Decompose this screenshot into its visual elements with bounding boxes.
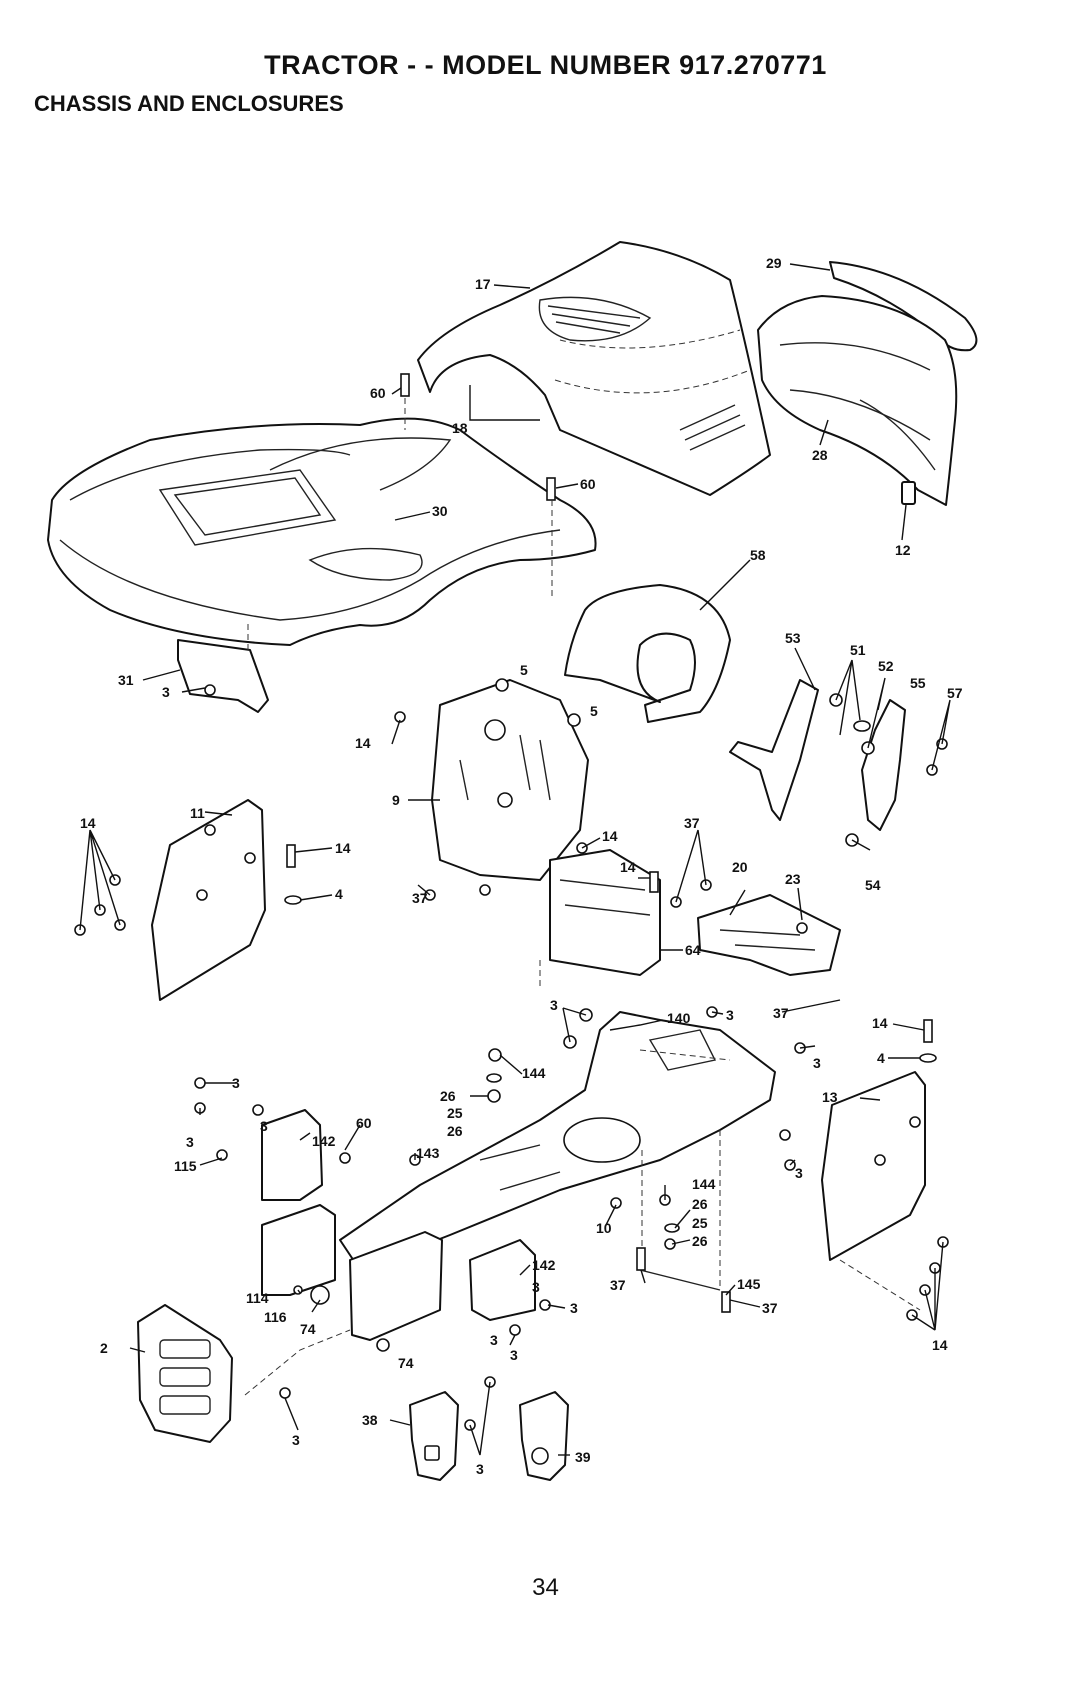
part-bracket-31 <box>178 640 268 712</box>
callout-37: 37 <box>773 1005 789 1021</box>
callout-37: 37 <box>762 1300 778 1316</box>
callout-17: 17 <box>475 276 491 292</box>
callout-25: 25 <box>692 1215 708 1231</box>
callout-30: 30 <box>432 503 448 519</box>
part-side-panel-left <box>152 800 265 1000</box>
callout-31: 31 <box>118 672 134 688</box>
part-frame-bracket-right <box>470 1240 535 1320</box>
callout-14: 14 <box>355 735 371 751</box>
callout-37: 37 <box>610 1277 626 1293</box>
callout-60: 60 <box>370 385 386 401</box>
part-bracket-55 <box>862 700 905 830</box>
callout-5: 5 <box>520 662 528 678</box>
callout-9: 9 <box>392 792 400 808</box>
callout-14: 14 <box>335 840 351 856</box>
part-foot-plate <box>698 895 840 975</box>
callout-5: 5 <box>590 703 598 719</box>
callout-51: 51 <box>850 642 866 658</box>
callout-14: 14 <box>620 859 636 875</box>
callout-3: 3 <box>726 1007 734 1023</box>
callout-60: 60 <box>356 1115 372 1131</box>
callout-140: 140 <box>667 1010 691 1026</box>
callout-13: 13 <box>822 1089 838 1105</box>
callout-55: 55 <box>910 675 926 691</box>
part-main-frame <box>340 1012 775 1270</box>
callout-26: 26 <box>692 1196 708 1212</box>
callout-3: 3 <box>570 1300 578 1316</box>
part-front-plate <box>138 1305 232 1442</box>
callout-3: 3 <box>550 997 558 1013</box>
callout-115: 115 <box>174 1158 197 1174</box>
callout-26: 26 <box>440 1088 456 1104</box>
callout-114: 114 <box>246 1290 269 1306</box>
callout-11: 11 <box>190 805 205 821</box>
callout-39: 39 <box>575 1449 591 1465</box>
callout-3: 3 <box>260 1118 268 1134</box>
callout-14: 14 <box>602 828 618 844</box>
callout-116: 116 <box>264 1309 287 1325</box>
callout-4: 4 <box>335 886 343 902</box>
callout-3: 3 <box>795 1165 803 1181</box>
callout-142: 142 <box>532 1257 556 1273</box>
callout-3: 3 <box>510 1347 518 1363</box>
callout-25: 25 <box>447 1105 463 1121</box>
part-body-pan <box>48 419 596 645</box>
callout-18: 18 <box>452 420 468 436</box>
callout-12: 12 <box>895 542 911 558</box>
part-bracket-53 <box>730 680 818 820</box>
callout-60: 60 <box>580 476 596 492</box>
callout-14: 14 <box>80 815 96 831</box>
callout-74: 74 <box>300 1321 316 1337</box>
callout-14: 14 <box>872 1015 888 1031</box>
callout-26: 26 <box>447 1123 463 1139</box>
page-number: 34 <box>0 1574 1091 1602</box>
callout-29: 29 <box>766 255 782 271</box>
callout-3: 3 <box>532 1279 540 1295</box>
part-bracket-39 <box>520 1392 568 1480</box>
callout-144: 144 <box>522 1065 546 1081</box>
callout-14: 14 <box>932 1337 948 1353</box>
callout-142: 142 <box>312 1133 336 1149</box>
callout-3: 3 <box>490 1332 498 1348</box>
callout-38: 38 <box>362 1412 378 1428</box>
part-rear-enclosure <box>758 296 956 505</box>
callout-28: 28 <box>812 447 828 463</box>
callout-3: 3 <box>232 1075 240 1091</box>
callout-20: 20 <box>732 859 748 875</box>
callout-52: 52 <box>878 658 894 674</box>
callout-64: 64 <box>685 942 701 958</box>
part-bracket-12 <box>902 482 915 504</box>
part-console-support <box>550 850 660 975</box>
callout-23: 23 <box>785 871 801 887</box>
callout-58: 58 <box>750 547 766 563</box>
callout-144: 144 <box>692 1176 716 1192</box>
callout-57: 57 <box>947 685 963 701</box>
callout-26: 26 <box>692 1233 708 1249</box>
callout-3: 3 <box>162 684 170 700</box>
callout-53: 53 <box>785 630 801 646</box>
callout-54: 54 <box>865 877 881 893</box>
part-dash-panel <box>432 680 588 880</box>
callout-3: 3 <box>476 1461 484 1477</box>
callout-3: 3 <box>292 1432 300 1448</box>
callout-4: 4 <box>877 1050 885 1066</box>
part-bracket-38 <box>410 1392 458 1480</box>
callout-74: 74 <box>398 1355 414 1371</box>
callout-2: 2 <box>100 1340 108 1356</box>
callout-37: 37 <box>412 890 428 906</box>
callout-3: 3 <box>186 1134 194 1150</box>
callout-37: 37 <box>684 815 700 831</box>
callout-10: 10 <box>596 1220 612 1236</box>
callout-143: 143 <box>416 1145 440 1161</box>
callout-145: 145 <box>737 1276 761 1292</box>
callout-3: 3 <box>813 1055 821 1071</box>
